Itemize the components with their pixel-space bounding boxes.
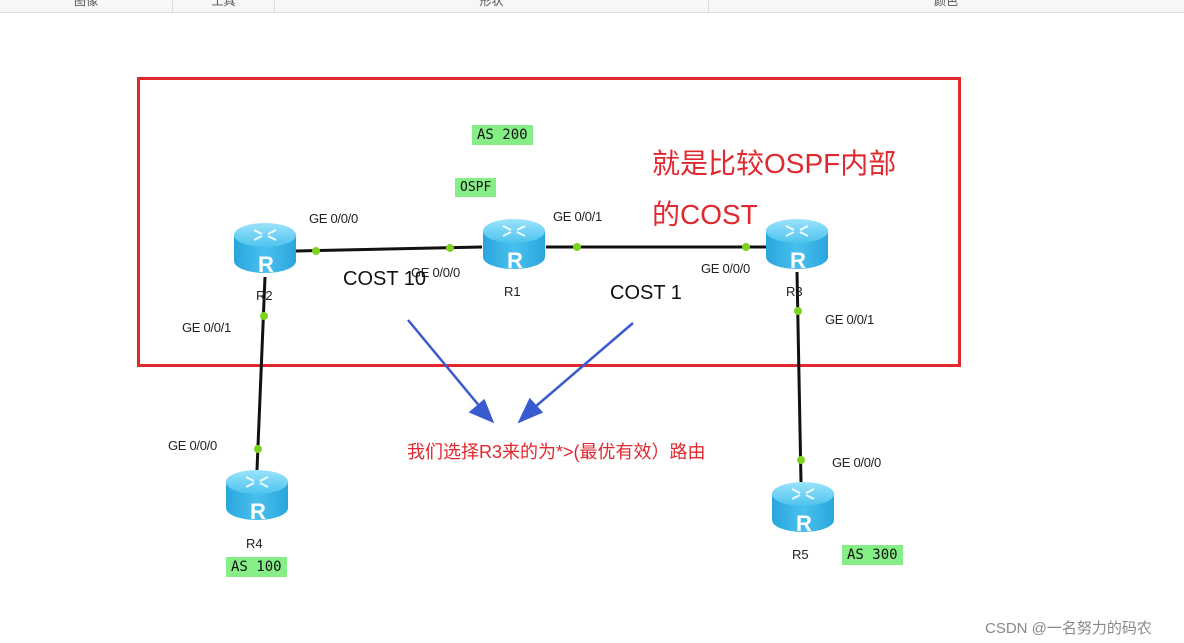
port-dot-r1-g000 bbox=[446, 244, 454, 252]
tag-as300: AS 300 bbox=[842, 545, 903, 565]
port-dot-r3-g000 bbox=[742, 243, 750, 251]
selection-arrows bbox=[407, 319, 634, 424]
annotation-main-line1: 就是比较OSPF内部 bbox=[652, 148, 897, 179]
annotation-selection: 我们选择R3来的为*>(最优有效）路由 bbox=[407, 442, 706, 462]
iface-r4-g000: GE 0/0/0 bbox=[168, 438, 217, 453]
port-dot-r2-g000 bbox=[312, 247, 320, 255]
port-dot-r1-g001 bbox=[573, 243, 581, 251]
port-dot-r4-g000 bbox=[254, 445, 262, 453]
toolbar-tab-colors[interactable]: 颜色 bbox=[933, 0, 958, 8]
cost-r1-r3: COST 1 bbox=[610, 282, 682, 304]
router-r4-letter: R bbox=[250, 499, 266, 524]
router-r3-letter: R bbox=[790, 248, 806, 273]
router-r2-name: R2 bbox=[256, 288, 273, 303]
port-dot-r3-g001 bbox=[794, 307, 802, 315]
watermark: CSDN @一名努力的码农 bbox=[985, 620, 1152, 637]
iface-r1-g000: GE 0/0/0 bbox=[411, 265, 460, 280]
iface-r2-g000: GE 0/0/0 bbox=[309, 211, 358, 226]
arrow-from-cost10 bbox=[407, 319, 487, 415]
tag-ospf: OSPF bbox=[455, 178, 497, 197]
tag-as200: AS 200 bbox=[472, 125, 533, 145]
router-r5-letter: R bbox=[796, 511, 812, 536]
arrow-head-right bbox=[517, 397, 544, 424]
link-r3-r5 bbox=[795, 271, 803, 483]
cost-r2-r1: COST 10 bbox=[343, 268, 426, 290]
link-r2-r4 bbox=[255, 276, 267, 471]
port-dots bbox=[254, 243, 805, 464]
router-r4-name: R4 bbox=[246, 536, 263, 551]
tag-as100: AS 100 bbox=[226, 557, 287, 577]
port-dot-r5-g000 bbox=[797, 456, 805, 464]
ospf-highlight-box bbox=[137, 77, 961, 367]
router-r3-name: R3 bbox=[786, 284, 803, 299]
router-r1-letter: R bbox=[507, 248, 523, 273]
router-r2-letter: R bbox=[258, 252, 274, 277]
router-r1-name: R1 bbox=[504, 284, 521, 299]
link-r2-r1 bbox=[295, 245, 483, 253]
router-r5-name: R5 bbox=[792, 547, 809, 562]
iface-r5-g000: GE 0/0/0 bbox=[832, 455, 881, 470]
annotation-main-line2: 的COST bbox=[652, 199, 758, 230]
iface-r3-g001: GE 0/0/1 bbox=[825, 312, 874, 327]
toolbar-tab-image[interactable]: 图像 bbox=[0, 0, 173, 12]
port-dot-r2-g001 bbox=[260, 312, 268, 320]
iface-r3-g000: GE 0/0/0 bbox=[701, 261, 750, 276]
iface-r1-g001: GE 0/0/1 bbox=[553, 209, 602, 224]
iface-r2-g001: GE 0/0/1 bbox=[182, 320, 231, 335]
toolbar: 图像 工具 形状 颜色 bbox=[0, 0, 1184, 13]
toolbar-tab-tools[interactable]: 工具 bbox=[173, 0, 275, 12]
arrow-head-left bbox=[468, 398, 495, 424]
arrow-from-cost1 bbox=[527, 322, 634, 414]
toolbar-tab-shapes[interactable]: 形状 bbox=[275, 0, 709, 12]
